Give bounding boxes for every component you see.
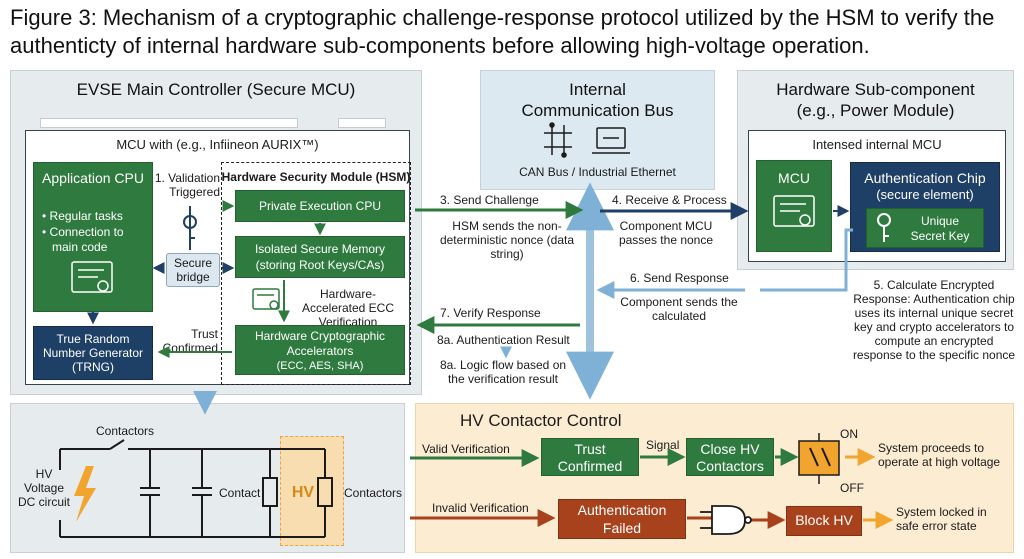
- trng-label: True Random Number Generator (TRNG): [42, 332, 144, 374]
- close-hv-box: [686, 438, 774, 476]
- component-certificate-icon: [773, 195, 815, 227]
- ecc-certificate-icon: [252, 288, 280, 310]
- auth-failed-box: [558, 499, 686, 539]
- component-inner-label: Intensed internal MCU: [812, 137, 942, 152]
- secret-key-icon: [877, 213, 891, 242]
- crypto-accel-line3: (ECC, AES, SHA): [276, 360, 364, 372]
- bus-header-2: Communication Bus: [521, 101, 674, 120]
- locked-label: System locked in safe error state: [896, 505, 987, 533]
- app-cpu-bullet-2: • Connection to: [42, 225, 124, 239]
- auth-chip-line2: (secure element): [876, 187, 974, 202]
- private-execution-cpu-label: Private Execution CPU: [258, 199, 382, 213]
- secret-key-line2: Secret Key: [910, 229, 970, 243]
- secure-bridge-label: Secure bridge: [173, 256, 213, 284]
- secret-key-line1: Unique: [920, 214, 960, 228]
- block-hv-box: [786, 506, 862, 536]
- application-cpu-title: Application CPU: [42, 170, 144, 186]
- verify-response-label: 7. Verify Response: [440, 306, 541, 320]
- secure-memory: [235, 236, 405, 278]
- hsm-title: Hardware Security Module (HSM): [221, 170, 411, 184]
- app-cpu-bullet-2b: main code: [52, 240, 108, 254]
- auth-failed-line1: Authentication: [577, 502, 667, 518]
- hv-voltage-label: HV Voltage DC circuit: [17, 467, 70, 509]
- evse-rail: [40, 118, 298, 128]
- evse-header: EVSE Main Controller (Secure MCU): [76, 80, 356, 99]
- close-hv-line1: Close HV: [700, 441, 760, 457]
- trust-confirmed-line1: Trust: [574, 441, 606, 457]
- close-hv-line2: Contactors: [696, 458, 764, 474]
- calc-encrypted-label: 5. Calculate Encrypted Response: Authent…: [852, 278, 1016, 362]
- validation-label: 1. Validation Triggered: [154, 171, 220, 199]
- bus-label: CAN Bus / Industrial Ethernet: [519, 165, 676, 179]
- component-header-2: (e.g., Power Module): [796, 101, 955, 120]
- hv-region: [280, 436, 344, 546]
- private-execution-cpu: [235, 190, 405, 222]
- trust-confirmed-line2: Confirmed: [557, 458, 623, 474]
- contactor-switch-icon: [798, 433, 840, 484]
- component-header-1: Hardware Sub-component: [776, 80, 975, 99]
- contactors-top-label: Contactors: [96, 424, 155, 438]
- figure-title: Figure 3: Mechanism of a cryptographic c…: [10, 5, 995, 58]
- trust-confirmed-box: [541, 438, 639, 476]
- step-arrows: [415, 201, 853, 359]
- network-icon: [544, 122, 572, 158]
- contactors-right-label: Contactors: [344, 486, 403, 500]
- app-cpu-bullet-1: • Regular tasks: [42, 209, 123, 223]
- receive-process-label: 4. Receive & Process: [612, 193, 727, 207]
- component-mcu-label: MCU: [778, 170, 810, 186]
- hv-control-arrows: [410, 448, 894, 529]
- secure-memory-line1: Isolated Secure Memory: [254, 242, 386, 256]
- proceeds-label: System proceeds to operate at high volta…: [878, 441, 1001, 469]
- secure-memory-line2: (storing Root Keys/CAs): [255, 258, 385, 272]
- lightning-icon: [74, 466, 96, 522]
- contact-label: Contact: [219, 486, 261, 500]
- crypto-accelerators: [235, 325, 405, 375]
- crypto-accel-line1: Hardware Cryptographic: [254, 329, 386, 343]
- evse-internal-arrows: [87, 200, 326, 415]
- invalid-verification-label: Invalid Verification: [432, 501, 529, 515]
- send-response-desc: Component sends the calculated: [620, 295, 738, 323]
- evse-rail-right: [338, 118, 386, 128]
- certificate-icon: [71, 261, 113, 293]
- secure-bridge: [166, 253, 220, 287]
- send-challenge-desc: HSM sends the non-deterministic nonce (d…: [439, 219, 575, 261]
- auth-result-label: 8a. Authentication Result: [437, 333, 570, 347]
- block-hv-label: Block HV: [795, 512, 853, 528]
- bus-header-1: Internal: [569, 80, 626, 99]
- receive-process-desc: Component MCU passes the nonce: [618, 219, 714, 247]
- logic-flow-label: 8a. Logic flow based on the verification…: [439, 358, 567, 386]
- hsm-box: [221, 162, 411, 385]
- auth-failed-line2: Failed: [602, 520, 642, 536]
- component-mcu: [756, 160, 832, 252]
- hv-region-label: HV: [291, 484, 315, 501]
- trng-box: [33, 326, 153, 380]
- mcu-label: MCU with (e.g., Infiineon AURIX™): [116, 137, 319, 152]
- computer-icon: [592, 127, 630, 154]
- key-icon: [183, 215, 197, 245]
- logic-gate-icon: [700, 505, 752, 535]
- application-cpu: [33, 162, 153, 312]
- hv-control-title: HV Contactor Control: [460, 411, 622, 430]
- send-response-label: 6. Send Response: [630, 271, 729, 285]
- send-challenge-label: 3. Send Challenge: [440, 193, 539, 207]
- valid-verification-label: Valid Verification: [422, 442, 510, 456]
- off-label: OFF: [840, 481, 864, 495]
- on-label: ON: [840, 427, 858, 441]
- auth-chip-line1: Authentication Chip: [864, 170, 986, 186]
- crypto-accel-line2: Accelerators: [286, 344, 354, 358]
- dc-circuit: [59, 439, 333, 538]
